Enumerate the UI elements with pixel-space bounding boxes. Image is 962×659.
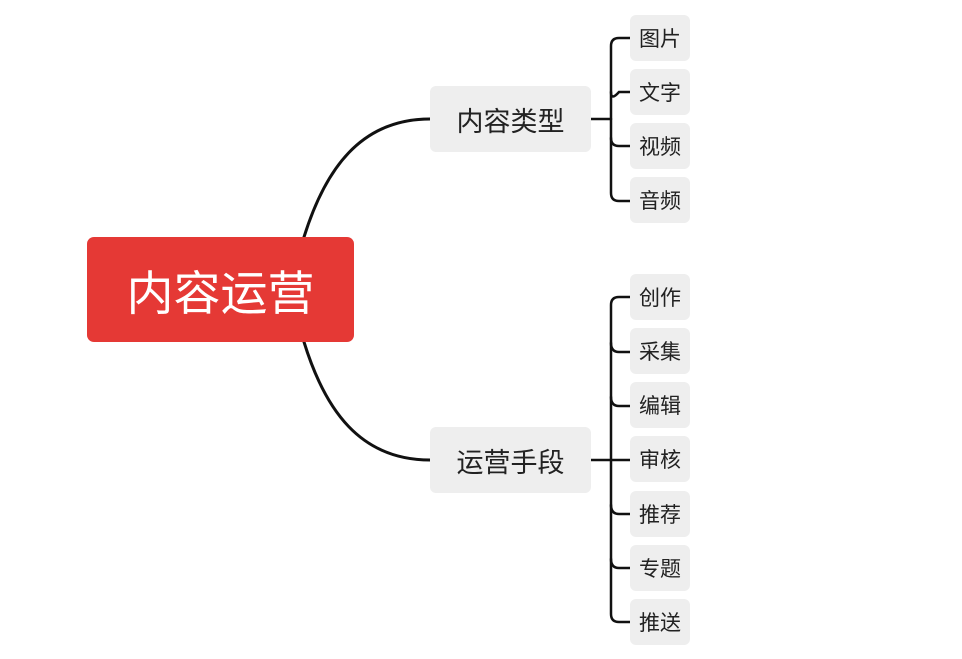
leaf-node[interactable]: 编辑 [630,382,690,428]
bracket-branch-2-tick-5 [609,503,632,516]
leaf-node[interactable]: 推荐 [630,491,690,537]
connector-root-to-branch-1 [302,117,432,239]
branch-node-content-types[interactable]: 内容类型 [430,86,591,152]
leaf-node[interactable]: 审核 [630,436,690,482]
leaf-node[interactable]: 视频 [630,123,690,169]
leaf-node[interactable]: 采集 [630,328,690,374]
bracket-branch-2-tick-3 [609,395,632,408]
leaf-node[interactable]: 专题 [630,545,690,591]
leaf-node[interactable]: 图片 [630,15,690,61]
leaf-node[interactable]: 推送 [630,599,690,645]
branch-node-operation-methods[interactable]: 运营手段 [430,427,591,493]
bracket-branch-1-spine [609,36,632,203]
leaf-node[interactable]: 创作 [630,274,690,320]
bracket-branch-1-tick-3 [609,136,632,148]
root-node[interactable]: 内容运营 [87,237,354,342]
bracket-branch-2-tick-2 [609,341,632,354]
leaf-node[interactable]: 音频 [630,177,690,223]
leaf-node[interactable]: 文字 [630,69,690,115]
bracket-branch-1-tick-2 [609,90,632,98]
connector-root-to-branch-2 [302,340,432,462]
bracket-branch-2-tick-6 [609,557,632,570]
